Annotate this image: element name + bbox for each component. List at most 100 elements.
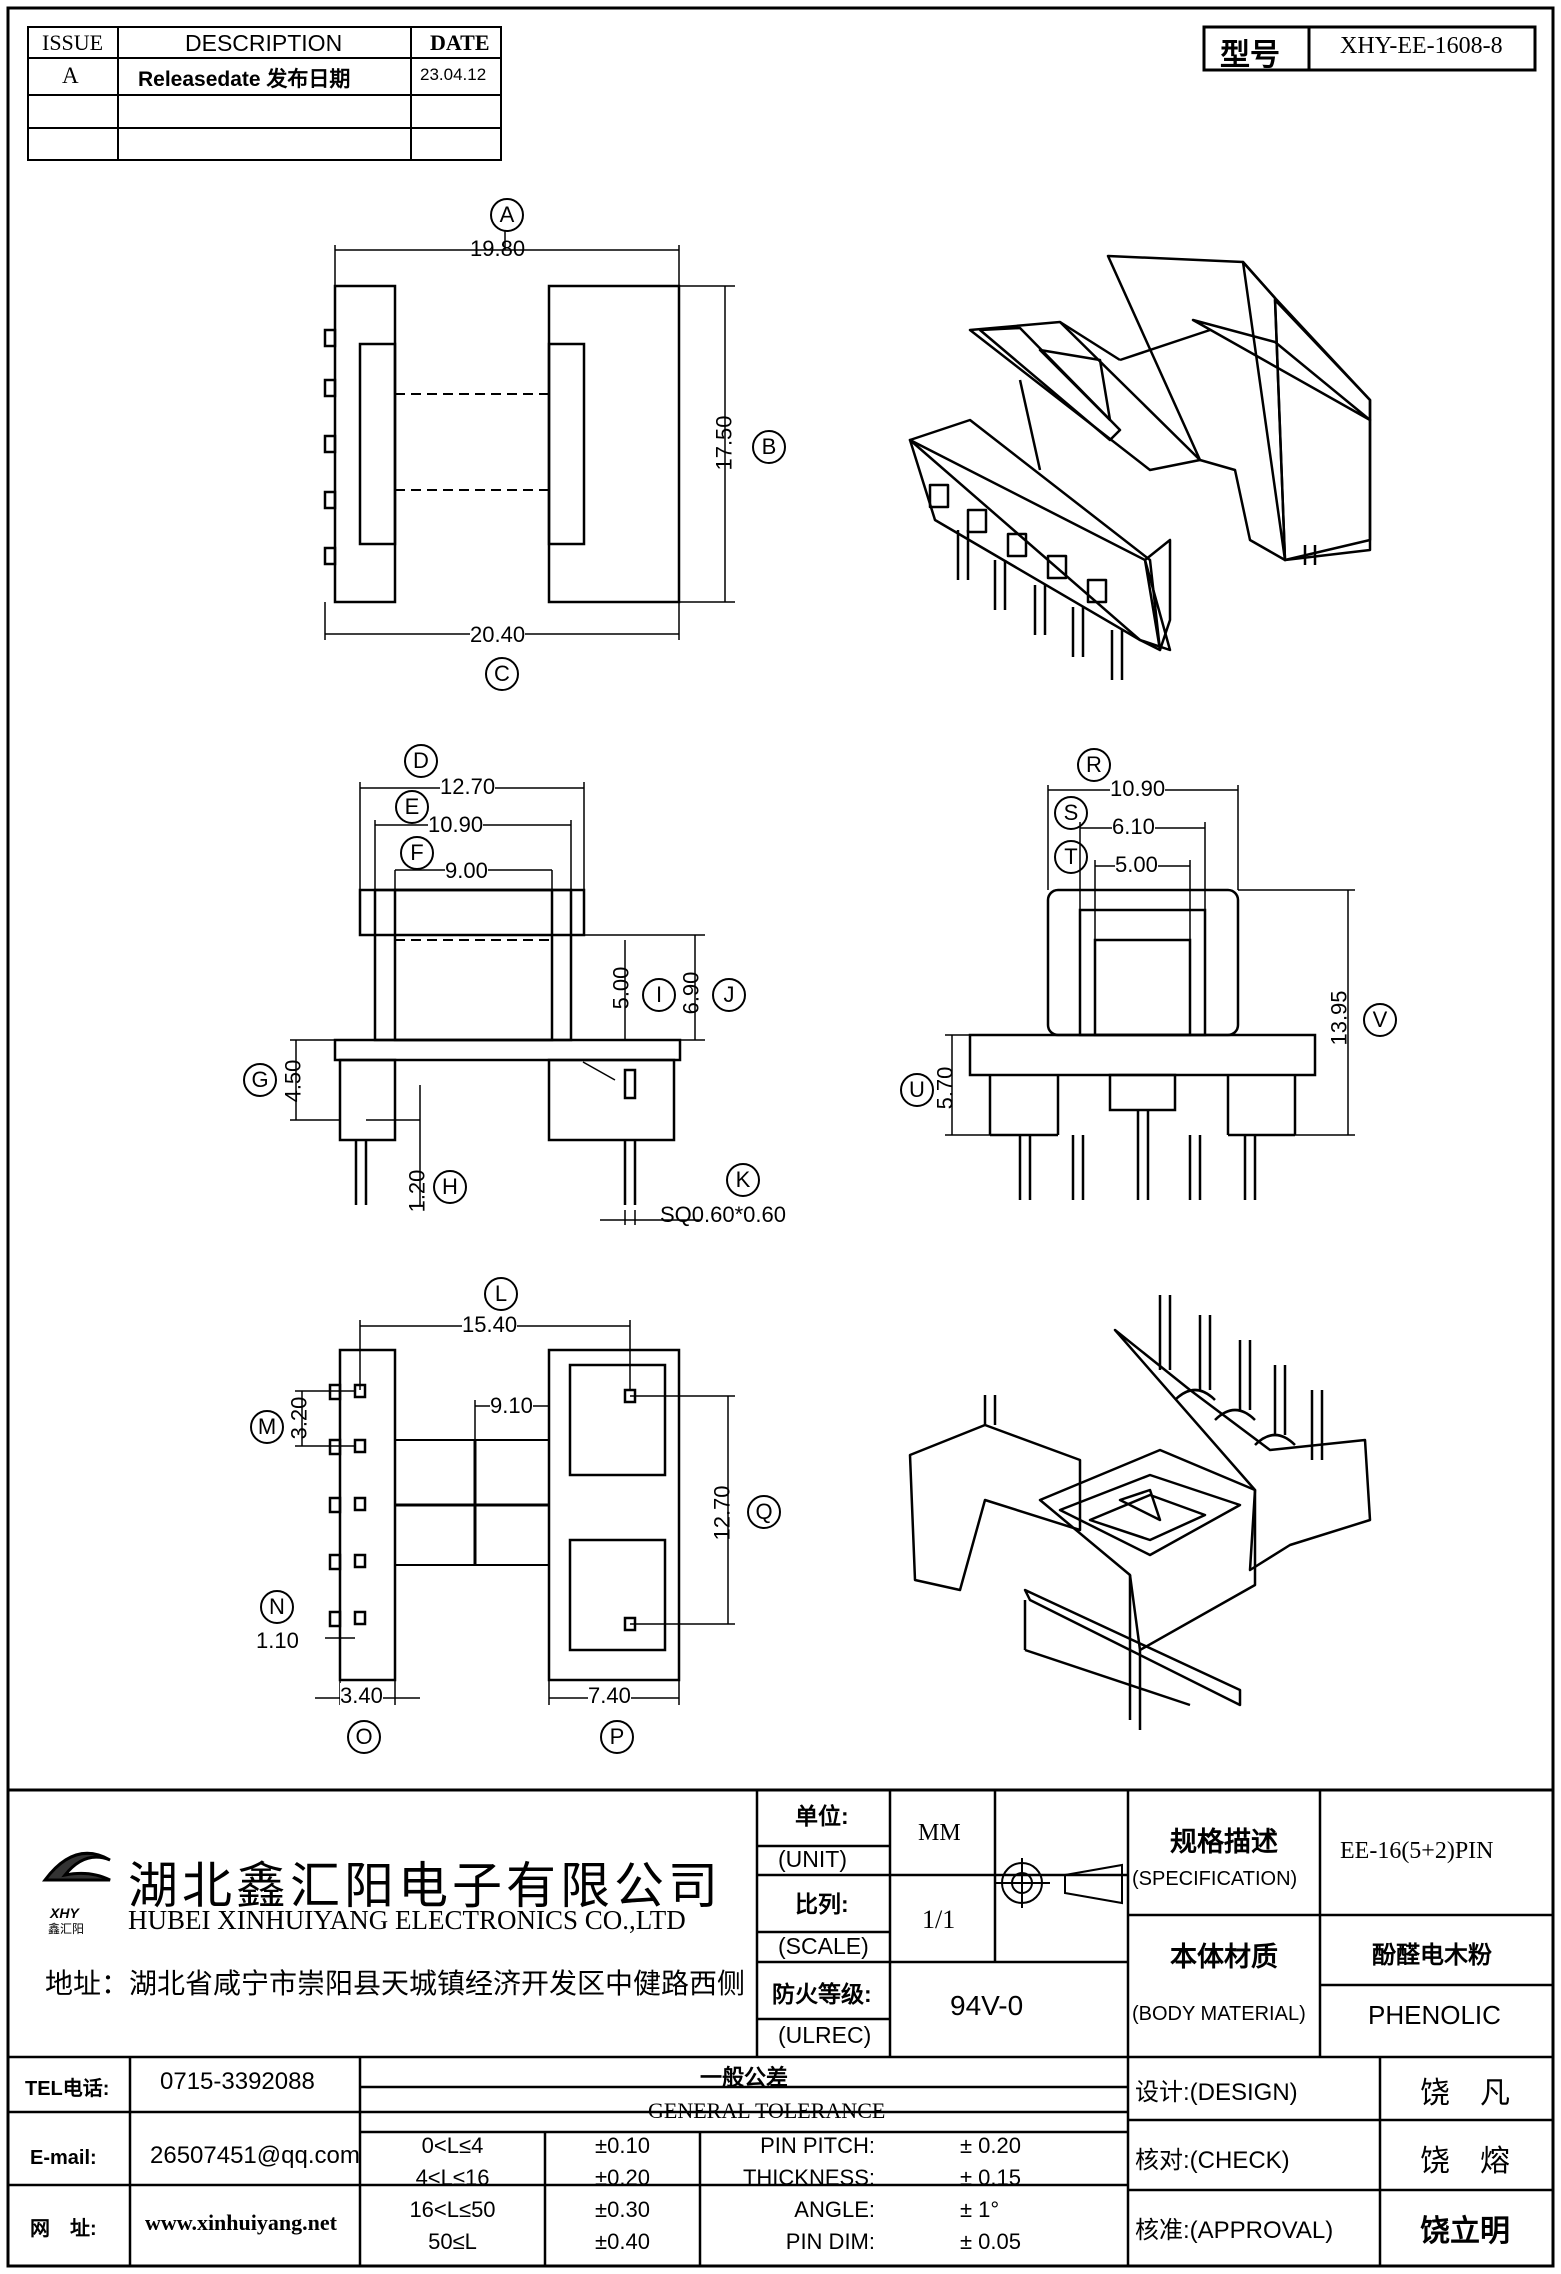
tolerance-value: ±0.20 (595, 2165, 650, 2190)
dim-extra-value: 9.10 (490, 1393, 533, 1419)
spec-value: EE-16(5+2)PIN (1340, 1838, 1494, 1864)
logo-text: XHY (50, 1905, 79, 1921)
dim-A-circle: A (490, 198, 524, 232)
dim-O-value: 3.40 (340, 1683, 383, 1709)
material-value-en: PHENOLIC (1368, 2000, 1501, 2030)
tolerance-param-name: ANGLE: (794, 2197, 875, 2222)
spec-label-en: (SPECIFICATION) (1132, 1868, 1298, 1890)
scale-label-en: (SCALE) (778, 1933, 869, 1959)
dim-T-value: 5.00 (1115, 852, 1158, 878)
tolerance-range: 0<L≤4 (421, 2133, 484, 2158)
web-label: 网 址: (30, 2218, 97, 2240)
dim-R-circle: R (1077, 748, 1111, 782)
ulrec-value: 94V-0 (950, 1990, 1024, 2021)
unit-value: MM (918, 1820, 961, 1846)
dim-J-value: 6.90 (678, 971, 704, 1015)
front-view-outline (968, 888, 1317, 1200)
approval-label: 核准:(APPROVAL) (1135, 2217, 1334, 2244)
tolerance-param-names: PIN PITCH: THICKNESS: ANGLE: PIN DIM: (700, 2133, 875, 2261)
check-label: 核对:(CHECK) (1135, 2147, 1290, 2174)
bottom-view-outline (328, 1348, 681, 1682)
design-name: 饶 凡 (1420, 2077, 1510, 2110)
dim-G-value: 4.50 (280, 1059, 306, 1103)
dim-U-value: 5.70 (932, 1066, 958, 1110)
approval-name: 饶立明 (1420, 2215, 1510, 2248)
model-label: 型号 (1220, 39, 1280, 72)
model-box (1202, 25, 1537, 72)
dim-P-circle: P (600, 1720, 634, 1754)
dim-U-circle: U (900, 1073, 934, 1107)
dim-C-value: 20.40 (470, 622, 526, 648)
dim-Q-circle: Q (747, 1495, 781, 1529)
side-view-dimensions (290, 782, 705, 1225)
dim-N-value: 1.10 (256, 1628, 299, 1653)
tolerance-param-name: PIN DIM: (785, 2229, 875, 2254)
dim-F-value: 9.00 (445, 858, 488, 884)
dim-S-circle: S (1054, 796, 1088, 830)
material-label-cn: 本体材质 (1170, 1942, 1278, 1972)
dim-Q-value: 12.70 (709, 1485, 735, 1541)
tolerance-param-value: ± 0.20 (960, 2133, 1022, 2158)
dim-F-circle: F (400, 836, 434, 870)
dim-K-value: SQ0.60*0.60 (660, 1202, 786, 1227)
dim-N-circle: N (260, 1590, 294, 1624)
dim-H-value: 1.20 (404, 1169, 430, 1213)
dim-P-value: 7.40 (588, 1683, 631, 1709)
dim-D-circle: D (404, 744, 438, 778)
tolerance-value: ±0.40 (595, 2229, 650, 2254)
dim-L-circle: L (484, 1277, 518, 1311)
outer-frame (6, 6, 1555, 2268)
tel-value: 0715-3392088 (160, 2068, 315, 2095)
front-view-dimensions (945, 785, 1355, 1136)
rev-header-issue: ISSUE (42, 30, 104, 55)
dim-J-circle: J (712, 978, 746, 1012)
isometric-view-2 (908, 1295, 1372, 1730)
top-view-dimensions (324, 230, 735, 640)
tolerance-value: ±0.30 (595, 2197, 650, 2222)
check-name: 饶 熔 (1420, 2145, 1510, 2178)
dim-D-value: 12.70 (440, 774, 496, 800)
company-logo (41, 1851, 111, 1882)
tolerance-param-value: ± 0.05 (960, 2229, 1022, 2254)
dim-L-value: 15.40 (462, 1312, 518, 1338)
unit-label-cn: 单位: (795, 1803, 849, 1829)
web-value: www.xinhuiyang.net (145, 2210, 337, 2235)
scale-label-cn: 比列: (795, 1891, 849, 1917)
tolerance-range: 4<L≤16 (415, 2165, 490, 2190)
material-label-en: (BODY MATERIAL) (1132, 2003, 1306, 2025)
scale-value: 1/1 (922, 1905, 956, 1934)
dim-S-value: 6.10 (1112, 814, 1155, 840)
tolerance-title-en: GENERAL TOLERANCE (648, 2098, 886, 2123)
tolerance-values: ±0.10 ±0.20 ±0.30 ±0.40 (545, 2133, 700, 2261)
isometric-view-1 (908, 254, 1372, 680)
material-value-cn: 酚醛电木粉 (1372, 1942, 1492, 1969)
tel-label: TEL电话: (25, 2078, 110, 2100)
company-name-cn: 湖北鑫汇阳电子有限公司 (128, 1858, 722, 1914)
rev-row-description: Releasedate 发布日期 (138, 68, 351, 91)
dim-E-circle: E (395, 790, 429, 824)
dim-A-value: 19.80 (470, 236, 526, 261)
unit-label-en: (UNIT) (778, 1846, 847, 1872)
top-view-outline (323, 284, 681, 604)
company-address: 地址：湖北省咸宁市崇阳县天城镇经济开发区中健路西侧 (45, 1968, 746, 1999)
rev-row-issue: A (62, 63, 79, 88)
logo-sub: 鑫汇阳 (48, 1922, 85, 1936)
dim-O-circle: O (347, 1720, 381, 1754)
dim-G-circle: G (243, 1063, 277, 1097)
rev-row-date: 23.04.12 (420, 65, 487, 84)
side-view-outline (333, 888, 682, 1205)
tolerance-title-cn: 一般公差 (700, 2065, 789, 2090)
tolerance-range: 50≤L (428, 2229, 477, 2254)
dim-M-value: 3.20 (286, 1396, 312, 1440)
tolerance-param-name: THICKNESS: (742, 2165, 875, 2190)
dim-V-value: 13.95 (1326, 990, 1352, 1046)
dim-C-circle: C (485, 657, 519, 691)
dim-I-circle: I (642, 978, 676, 1012)
revision-table-grid (27, 26, 502, 161)
dim-E-value: 10.90 (428, 812, 484, 838)
bottom-view-dimensions (295, 1320, 735, 1705)
dim-M-circle: M (250, 1410, 284, 1444)
tolerance-range: 16<L≤50 (409, 2197, 496, 2222)
dim-H-circle: H (433, 1170, 467, 1204)
